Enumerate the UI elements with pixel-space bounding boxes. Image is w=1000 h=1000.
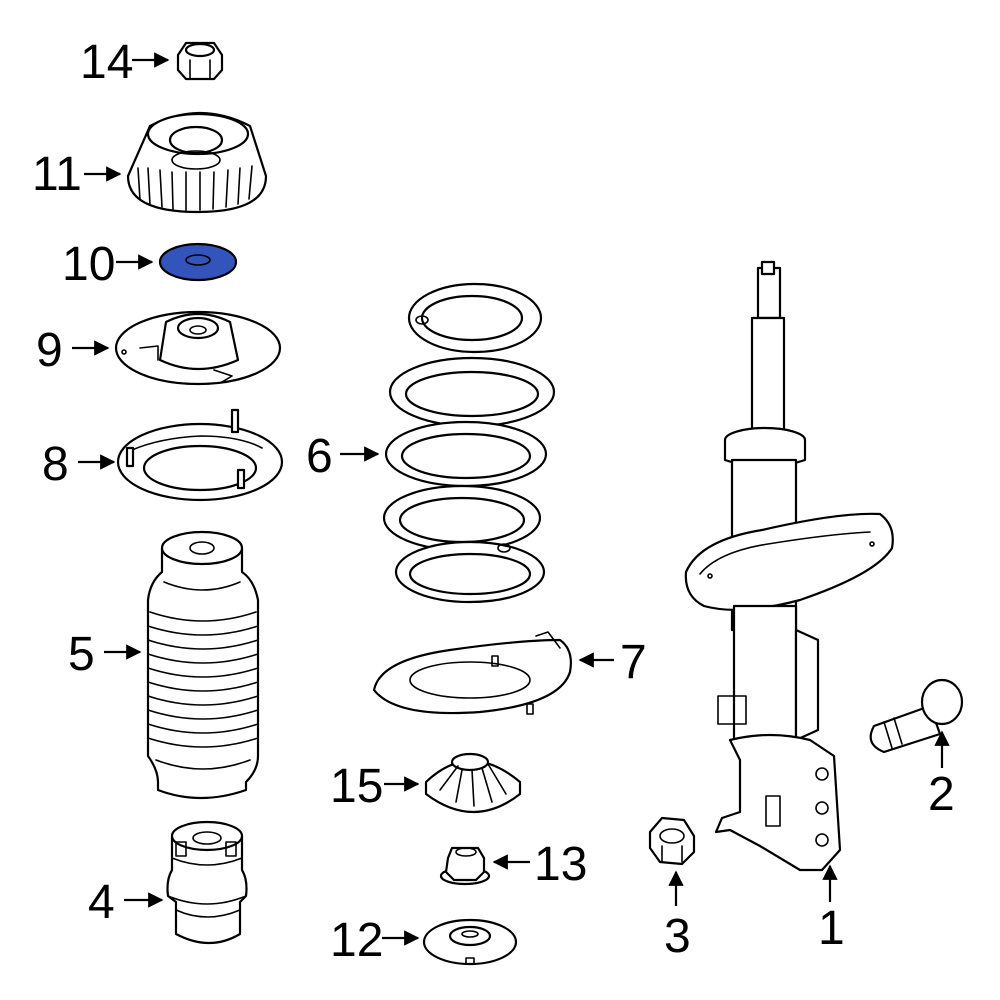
part-9-upper-spring-seat[interactable] [114,310,282,386]
part-1-strut-assembly[interactable] [684,260,894,872]
part-2-bolt[interactable] [869,678,964,754]
callout-11: 11 [32,148,82,201]
callout-labels: 14 11 10 9 8 5 4 6 7 15 13 12 3 1 2 [32,36,955,967]
callout-arrows [72,52,950,946]
part-14-nut[interactable] [176,41,224,81]
callout-12: 12 [330,914,383,967]
callout-7: 7 [620,636,647,689]
part-15-bumper-cap[interactable] [424,752,522,813]
callout-4: 4 [88,876,115,929]
callout-8: 8 [42,438,69,491]
part-4-bump-stop[interactable] [166,820,248,944]
part-7-spring-pad[interactable] [372,631,572,715]
callout-13: 13 [534,838,587,891]
callout-3: 3 [664,910,691,963]
part-10-washer[interactable] [158,242,238,282]
part-13-nut[interactable] [439,846,491,886]
callout-2: 2 [928,768,955,821]
part-6-coil-spring[interactable] [382,282,556,604]
part-12-seat[interactable] [422,918,518,966]
callout-14: 14 [80,36,133,89]
callout-9: 9 [36,324,63,377]
part-8-insulator[interactable] [116,408,284,502]
callout-6: 6 [306,430,333,483]
callout-15: 15 [330,760,383,813]
callout-5: 5 [68,628,95,681]
part-11-strut-mount[interactable] [126,112,268,214]
part-5-dust-boot[interactable] [146,530,260,800]
part-3-nut[interactable] [648,816,696,866]
callout-1: 1 [818,902,845,955]
callout-10: 10 [62,238,115,291]
